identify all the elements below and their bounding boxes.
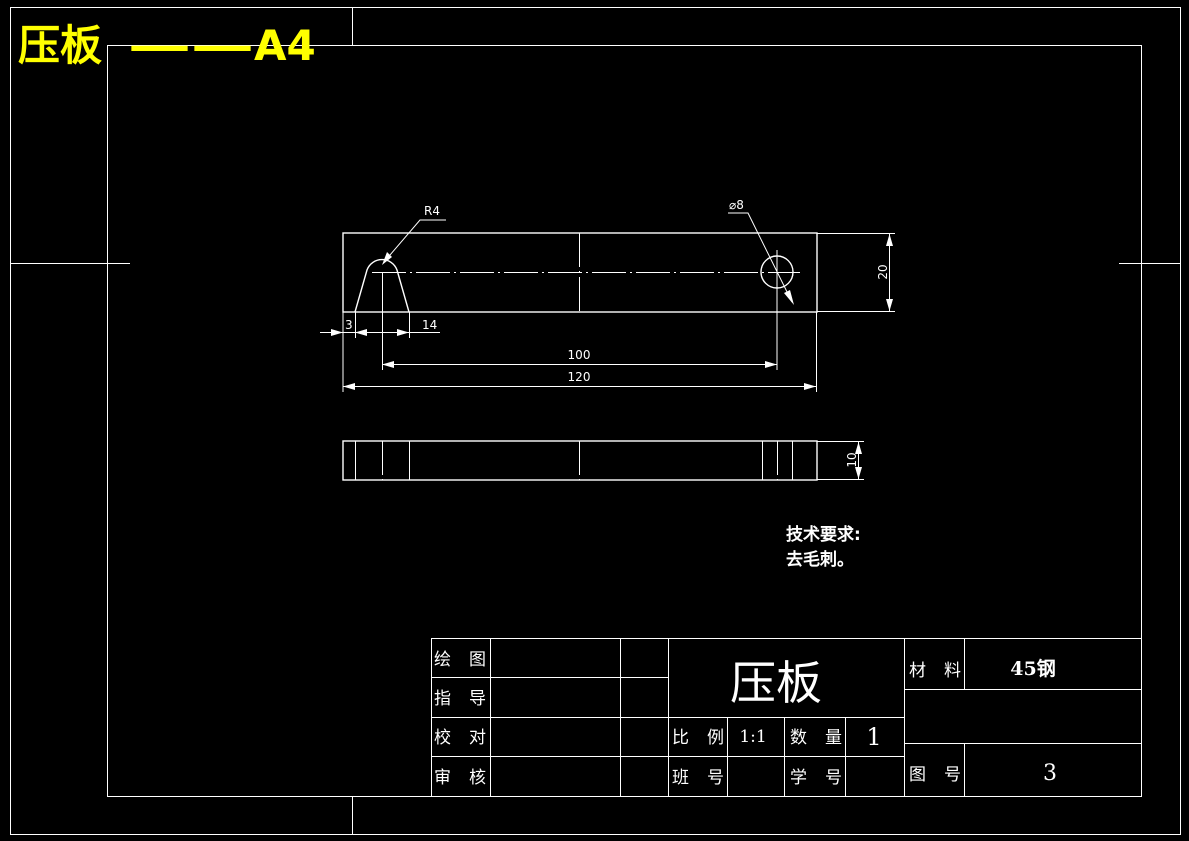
height-arrow-bottom bbox=[886, 299, 893, 311]
title-block: 绘 图 指 导 校 对 审 核 压板 比 例 1:1 数 量 1 班 号 学 号… bbox=[431, 638, 1142, 797]
drawing-no-value: 3 bbox=[1043, 761, 1057, 786]
part-name: 压板 bbox=[730, 656, 822, 710]
length-arrow-right bbox=[804, 383, 816, 390]
thickness-arrow-bottom bbox=[855, 467, 862, 479]
slot-outline bbox=[354, 258, 410, 313]
hole-distance-label: 100 bbox=[568, 348, 591, 362]
notes-item: 去毛刺。 bbox=[786, 549, 854, 570]
top-view: R4 ⌀8 20 3 14 100 120 bbox=[320, 198, 895, 392]
header-size: A4 bbox=[254, 21, 316, 70]
checked-by-label: 校 对 bbox=[434, 728, 486, 748]
diameter-arrow bbox=[784, 290, 794, 305]
height-arrow-top bbox=[886, 234, 893, 246]
distance-arrow-right bbox=[765, 361, 777, 368]
slot-arrow bbox=[397, 329, 409, 336]
outer-frame bbox=[10, 7, 1181, 835]
drawing-no-label: 图 号 bbox=[909, 765, 961, 785]
front-view: 10 bbox=[342, 440, 864, 481]
student-no-label: 学 号 bbox=[790, 768, 842, 788]
height-label: 20 bbox=[876, 264, 890, 279]
quantity-value: 1 bbox=[866, 723, 881, 751]
guided-by-label: 指 导 bbox=[434, 689, 486, 709]
scale-value: 1:1 bbox=[739, 727, 766, 747]
overall-length-label: 120 bbox=[568, 370, 591, 384]
scale-label: 比 例 bbox=[672, 728, 724, 748]
thickness-label: 10 bbox=[845, 452, 859, 467]
quantity-label: 数 量 bbox=[790, 728, 842, 748]
radius-arrow bbox=[382, 252, 392, 265]
length-arrow-left bbox=[343, 383, 355, 390]
material-label: 材 料 bbox=[909, 661, 961, 681]
approved-by-label: 审 核 bbox=[434, 768, 486, 788]
offset-arrow-right bbox=[355, 329, 367, 336]
radius-label: R4 bbox=[424, 204, 440, 218]
left-offset-label: 3 bbox=[345, 318, 353, 332]
header-dash: —— bbox=[128, 21, 254, 70]
diameter-label: ⌀8 bbox=[729, 198, 744, 212]
notes-heading: 技术要求: bbox=[786, 524, 861, 545]
inner-frame bbox=[107, 45, 1142, 797]
slot-offset-label: 14 bbox=[422, 318, 437, 332]
radius-leader bbox=[383, 219, 446, 263]
thickness-arrow-top bbox=[855, 442, 862, 454]
offset-arrow-left bbox=[331, 329, 343, 336]
distance-arrow-left bbox=[382, 361, 394, 368]
class-label: 班 号 bbox=[672, 768, 724, 788]
diameter-leader bbox=[728, 212, 793, 303]
header-title: 压板 bbox=[18, 21, 102, 70]
drawn-by-label: 绘 图 bbox=[434, 650, 486, 670]
material-value: 45钢 bbox=[1010, 658, 1055, 680]
